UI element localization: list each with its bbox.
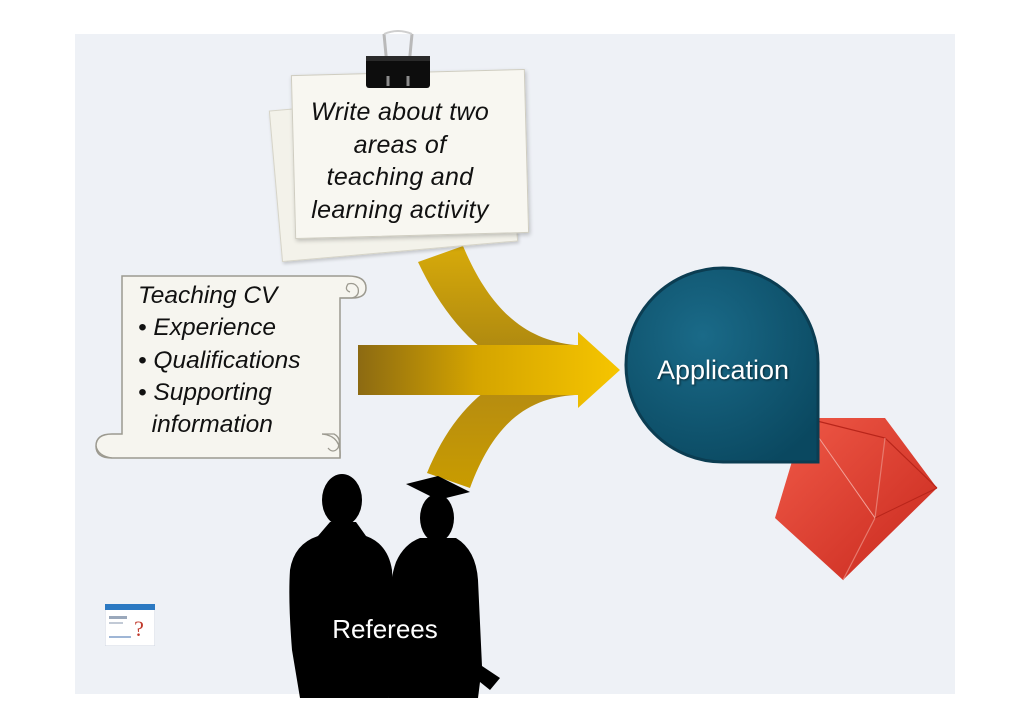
application-label: Application: [656, 355, 790, 385]
referees-silhouette-icon: [289, 474, 500, 698]
note-line: areas of: [353, 130, 447, 159]
logo-thumbnail-icon: ?: [105, 604, 155, 646]
referees-label: Referees: [332, 614, 438, 644]
scroll-item: • Experience: [138, 314, 276, 342]
svg-text:?: ?: [134, 616, 144, 641]
binder-clip-icon: [366, 30, 430, 88]
note-line: teaching and: [326, 163, 474, 191]
application-bubble: [624, 266, 820, 464]
scroll-title: Teaching CV: [138, 282, 278, 309]
scroll-item: information: [151, 411, 273, 439]
main-arrow: [358, 332, 620, 408]
note-line: learning activity: [311, 195, 489, 224]
scroll-text: Teaching CV • Experience • Qualification…: [138, 280, 338, 441]
scroll-item: • Qualifications: [138, 346, 301, 374]
note-text: Write about two areas of teaching and le…: [300, 96, 500, 226]
scroll-item: • Supporting: [138, 378, 272, 406]
note-line: Write about two: [310, 98, 490, 126]
scroll-shape: [95, 275, 367, 459]
